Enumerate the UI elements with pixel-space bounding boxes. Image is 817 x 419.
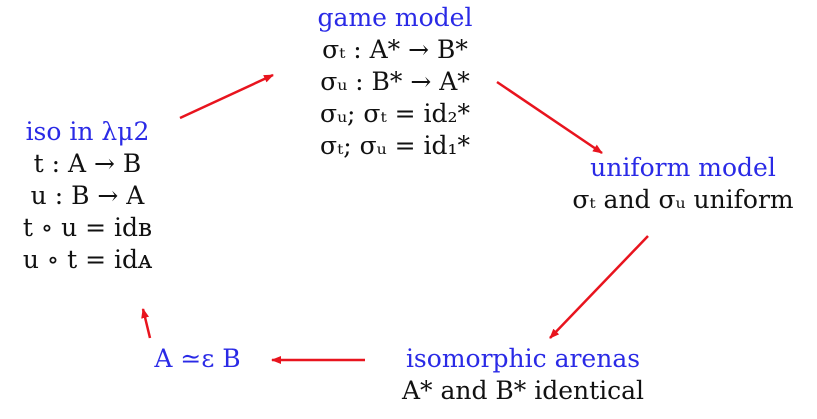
node-game-model: game model σₜ : A* → B* σᵤ : B* → A* σᵤ;… (270, 2, 520, 162)
game-model-title: game model (317, 3, 473, 32)
uniform-model-line-1: σₜ and σᵤ uniform (572, 185, 794, 214)
arrow-game-to-uniform (496, 80, 603, 155)
iso-title: iso in λμ2 (25, 117, 150, 146)
isomorphic-arenas-line-1: A* and B* identical (401, 376, 645, 405)
equivalence-label: A ≃ε B (154, 344, 241, 373)
node-isomorphic-arenas: isomorphic arenas A* and B* identical (378, 343, 668, 407)
iso-line-1: t : A → B (33, 149, 142, 178)
node-equivalence: A ≃ε B (130, 343, 265, 375)
arrow-iso-to-game (179, 73, 274, 120)
arrow-uniform-to-arenas (549, 235, 649, 339)
node-uniform-model: uniform model σₜ and σᵤ uniform (552, 152, 814, 216)
iso-line-3: t ∘ u = idʙ (22, 213, 153, 242)
iso-line-2: u : B → A (30, 181, 145, 210)
node-iso: iso in λμ2 t : A → B u : B → A t ∘ u = i… (0, 116, 175, 276)
game-model-line-4: σₜ; σᵤ = id₁* (320, 131, 470, 160)
game-model-line-3: σᵤ; σₜ = id₂* (320, 99, 470, 128)
isomorphic-arenas-title: isomorphic arenas (405, 344, 641, 373)
game-model-line-1: σₜ : A* → B* (322, 35, 468, 64)
uniform-model-title: uniform model (590, 153, 776, 182)
iso-line-4: u ∘ t = idᴀ (22, 245, 153, 274)
arrow-equiv-to-iso (141, 308, 152, 339)
game-model-line-2: σᵤ : B* → A* (320, 67, 470, 96)
